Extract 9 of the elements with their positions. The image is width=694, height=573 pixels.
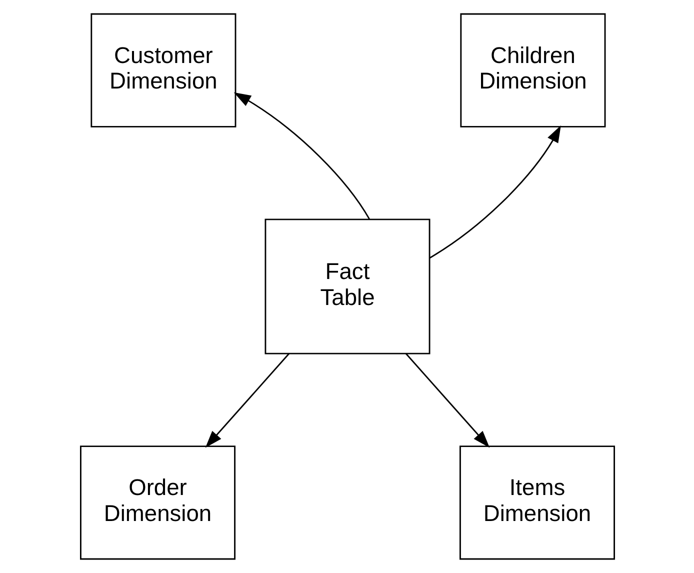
arrow [204, 353, 290, 448]
node-box: Order Dimension [80, 446, 235, 560]
node-box: Children Dimension [460, 13, 606, 128]
node-box: Items Dimension [459, 446, 614, 560]
arrow [429, 125, 560, 258]
arrow [404, 353, 490, 448]
node-box: Fact Table [264, 218, 430, 354]
node-box: Customer Dimension [90, 13, 236, 128]
arrow [233, 92, 370, 220]
